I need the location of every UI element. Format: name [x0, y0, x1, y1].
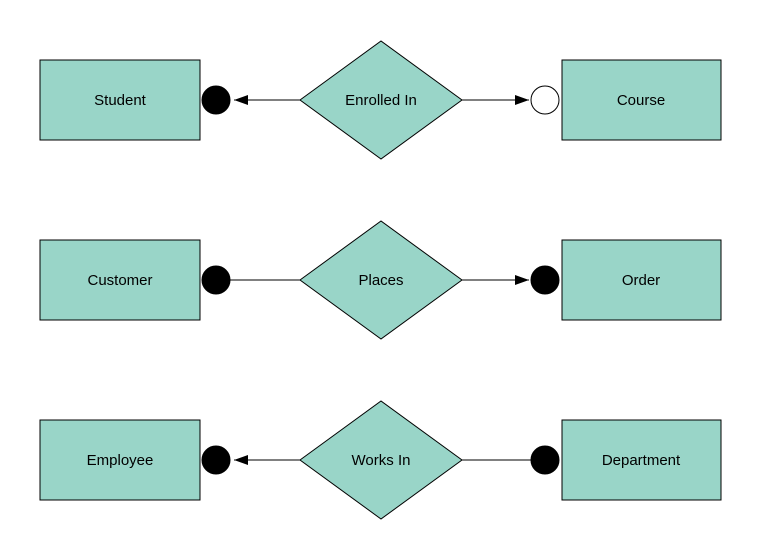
entity-label: Order [622, 272, 660, 289]
cardinality-circle-filled [530, 445, 560, 475]
relationship-label: Places [358, 272, 403, 289]
entity-rect-course [561, 59, 722, 141]
relationship-row: Customer Places Order [39, 220, 722, 340]
cardinality-circle-filled [201, 265, 231, 295]
cardinality-circle-filled [201, 445, 231, 475]
entity-rect-student [39, 59, 201, 141]
entity-label: Department [602, 452, 681, 469]
relationship-label: Enrolled In [345, 92, 417, 109]
entity-rect-customer [39, 239, 201, 321]
entity-rect-employee [39, 419, 201, 501]
relationship-label: Works In [352, 452, 411, 469]
cardinality-circle-filled [530, 265, 560, 295]
entity-label: Course [617, 92, 665, 109]
entity-rect-order [561, 239, 722, 321]
entity-label: Student [94, 92, 147, 109]
entity-label: Customer [87, 272, 152, 289]
relationship-row: Student Enrolled In Course [39, 40, 722, 160]
cardinality-circle-filled [201, 85, 231, 115]
relationship-row: Employee Works In Department [39, 400, 722, 520]
cardinality-circle-open [530, 85, 560, 115]
entity-rect-department [561, 419, 722, 501]
entity-label: Employee [87, 452, 154, 469]
